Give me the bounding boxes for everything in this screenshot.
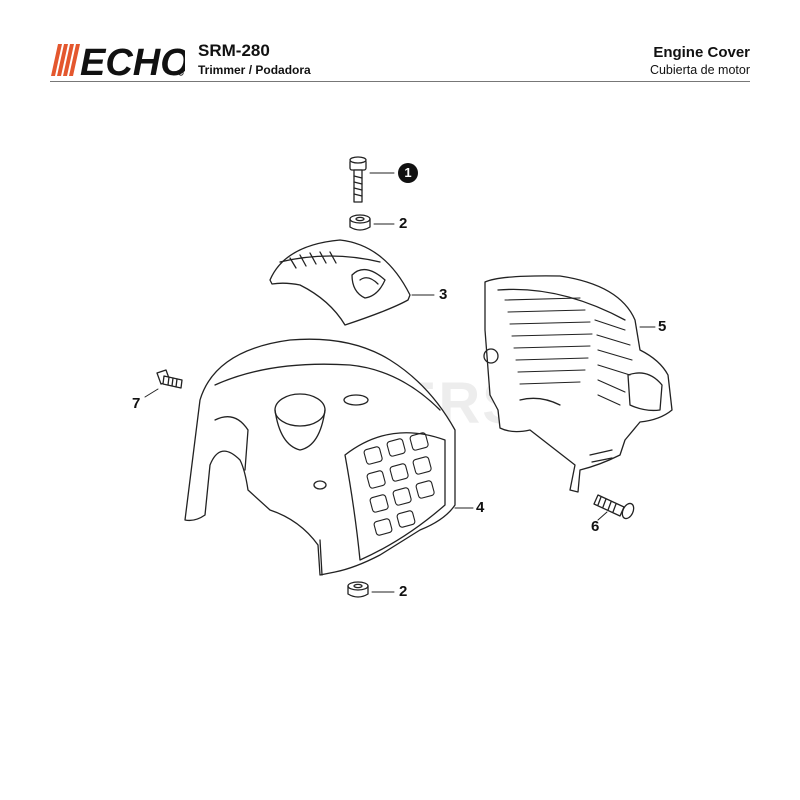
part-4-engine-cover [184,338,474,576]
svg-text:ECHO: ECHO [80,42,185,80]
callout-2-top: 2 [399,215,408,232]
callout-1: 1 [398,163,418,183]
part-6-bolt [593,494,635,521]
header-divider [50,81,750,82]
section-title-es: Cubierta de motor [649,63,750,77]
part-2-grommet-top [349,214,395,231]
page-header: ECHO SRM-280 Trimmer / Podadora Engine C… [0,0,800,90]
section-title-en: Engine Cover [653,44,750,61]
part-3-top-cover [269,239,435,326]
callout-7: 7 [132,395,141,412]
echo-logo: ECHO [51,42,185,80]
callout-4: 4 [476,499,485,516]
model-name: SRM-280 [198,41,270,60]
part-2-grommet-bottom [347,581,395,598]
product-subtitle: Trimmer / Podadora [198,63,311,77]
part-1-bolt [349,156,395,203]
callout-6: 6 [591,518,600,535]
callout-3: 3 [439,286,448,303]
exploded-parts-diagram [144,156,673,598]
part-5-cylinder-shroud [483,275,673,493]
callout-2-bottom: 2 [399,583,408,600]
callout-5: 5 [658,318,667,335]
part-7-screw [144,369,183,398]
